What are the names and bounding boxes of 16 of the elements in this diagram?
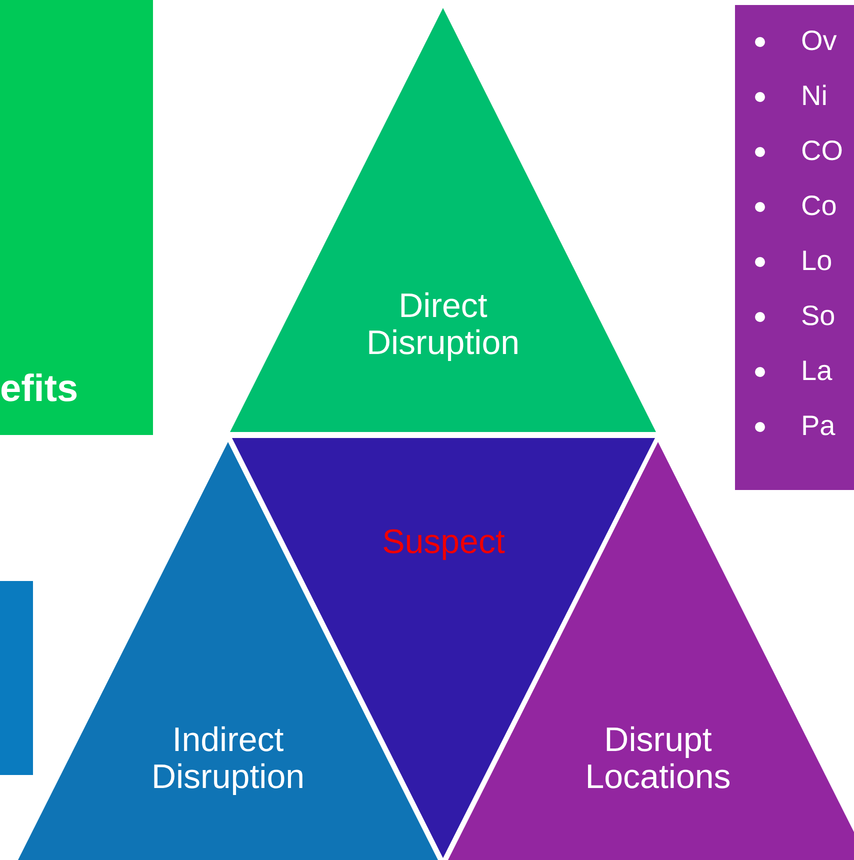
list-item: Ov [801, 24, 837, 58]
side-panel [0, 581, 33, 775]
heading-text: efits [0, 368, 78, 411]
triangle-label: Disrupt Locations [584, 722, 732, 796]
triangle-label: Direct Disruption [365, 288, 521, 362]
triangle-label: Indirect Disruption [150, 722, 306, 796]
benefits-panel [0, 0, 153, 435]
list-item: Pa [801, 409, 836, 443]
list-item: CO [801, 134, 843, 168]
list-item: Lo [801, 244, 832, 278]
list-item: La [801, 354, 832, 388]
list-item: So [801, 299, 836, 333]
bullet-panel [735, 5, 854, 490]
list-item: Ni [801, 79, 828, 113]
triangle-label: Suspect [381, 524, 506, 561]
list-item: Co [801, 189, 837, 223]
